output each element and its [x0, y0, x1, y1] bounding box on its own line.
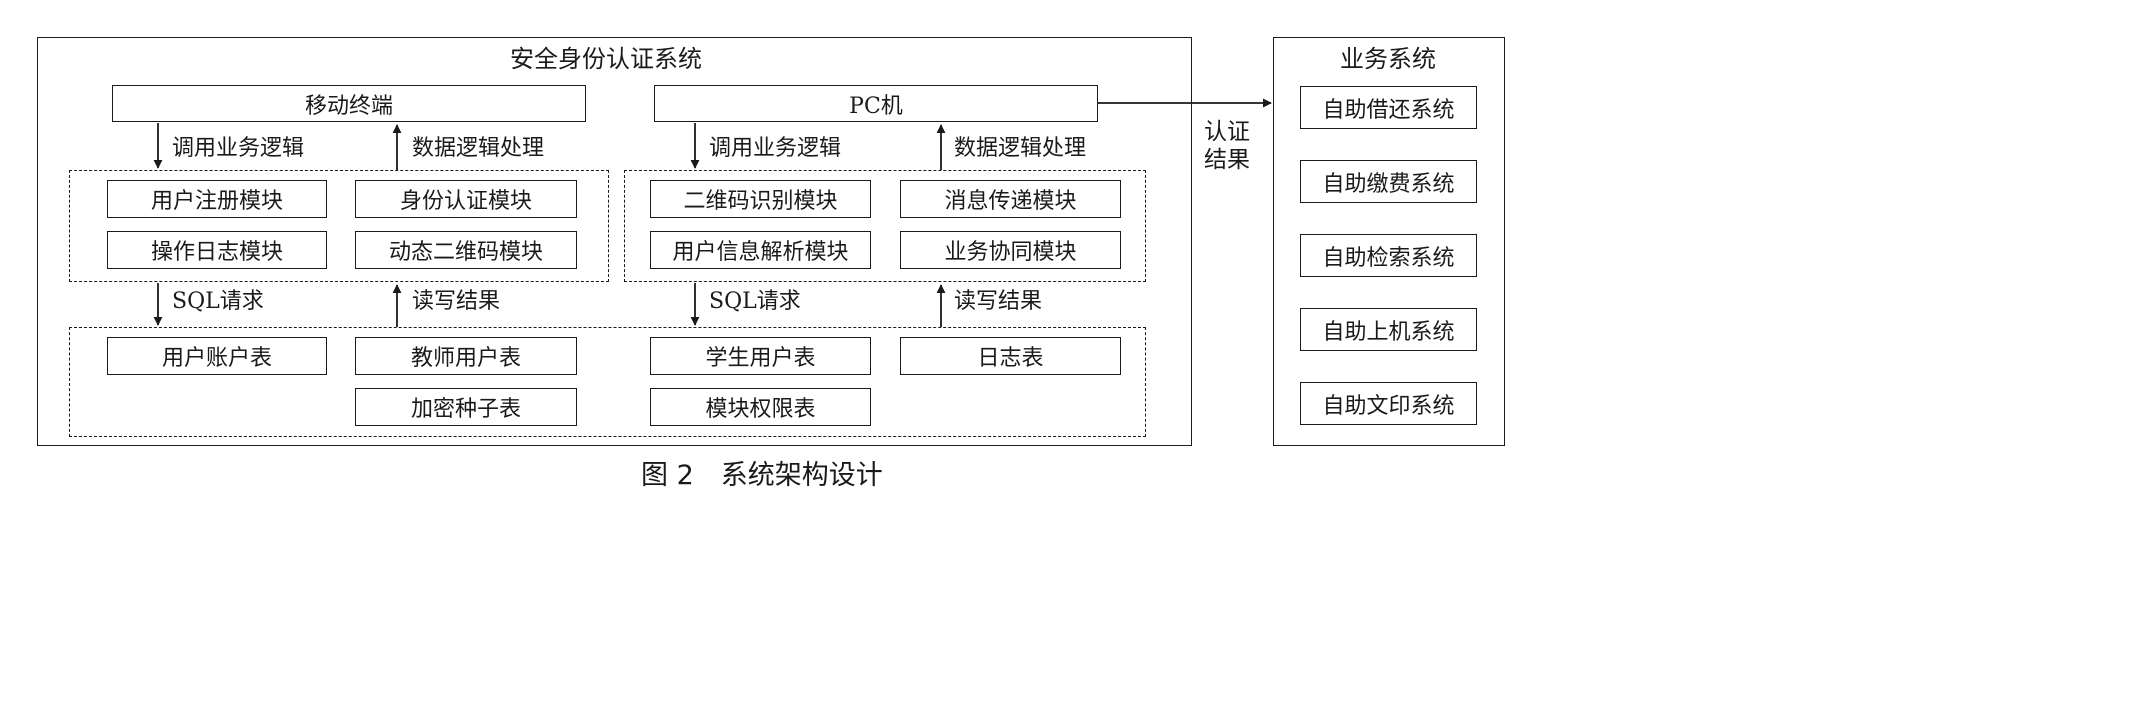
self-service-borrow-return-system: 自助借还系统: [1300, 86, 1477, 129]
auth-result-label-line2: 结果: [1204, 147, 1250, 173]
self-service-search-system: 自助检索系统: [1300, 234, 1477, 277]
business-system-title: 业务系统: [1340, 45, 1436, 73]
dynamic-qrcode-module: 动态二维码模块: [355, 231, 577, 269]
module-permission-table: 模块权限表: [650, 388, 871, 426]
self-service-print-system: 自助文印系统: [1300, 382, 1477, 425]
student-user-table: 学生用户表: [650, 337, 871, 375]
user-info-parse-module: 用户信息解析模块: [650, 231, 871, 269]
left-data-process-label: 数据逻辑处理: [412, 136, 545, 161]
right-rw-result-label: 读写结果: [954, 289, 1043, 314]
qrcode-recognition-module: 二维码识别模块: [650, 180, 871, 218]
teacher-user-table: 教师用户表: [355, 337, 577, 375]
right-data-process-label: 数据逻辑处理: [954, 136, 1087, 161]
pc-box: PC机: [654, 85, 1098, 122]
encryption-seed-table: 加密种子表: [355, 388, 577, 426]
left-sql-request-label: SQL请求: [172, 289, 264, 314]
right-sql-request-label: SQL请求: [709, 289, 801, 314]
business-system-frame: [1273, 37, 1505, 446]
connector-arrows: [153, 98, 1272, 327]
database-table-group: [69, 327, 1146, 437]
identity-auth-module: 身份认证模块: [355, 180, 577, 218]
mobile-terminal-box: 移动终端: [112, 85, 586, 122]
security-auth-system-title: 安全身份认证系统: [510, 45, 702, 73]
user-account-table: 用户账户表: [107, 337, 327, 375]
left-module-group: [69, 170, 609, 282]
self-service-payment-system: 自助缴费系统: [1300, 160, 1477, 203]
self-service-computer-system: 自助上机系统: [1300, 308, 1477, 351]
message-delivery-module: 消息传递模块: [900, 180, 1121, 218]
right-call-logic-label: 调用业务逻辑: [709, 136, 842, 161]
operation-log-module: 操作日志模块: [107, 231, 327, 269]
security-auth-system-frame: [37, 37, 1192, 446]
left-rw-result-label: 读写结果: [412, 289, 501, 314]
log-table: 日志表: [900, 337, 1121, 375]
right-module-group: [624, 170, 1146, 282]
auth-result-label-line1: 认证: [1204, 119, 1250, 145]
left-call-logic-label: 调用业务逻辑: [172, 136, 305, 161]
user-registration-module: 用户注册模块: [107, 180, 327, 218]
business-collab-module: 业务协同模块: [900, 231, 1121, 269]
figure-caption: 图 2 系统架构设计: [641, 460, 883, 491]
